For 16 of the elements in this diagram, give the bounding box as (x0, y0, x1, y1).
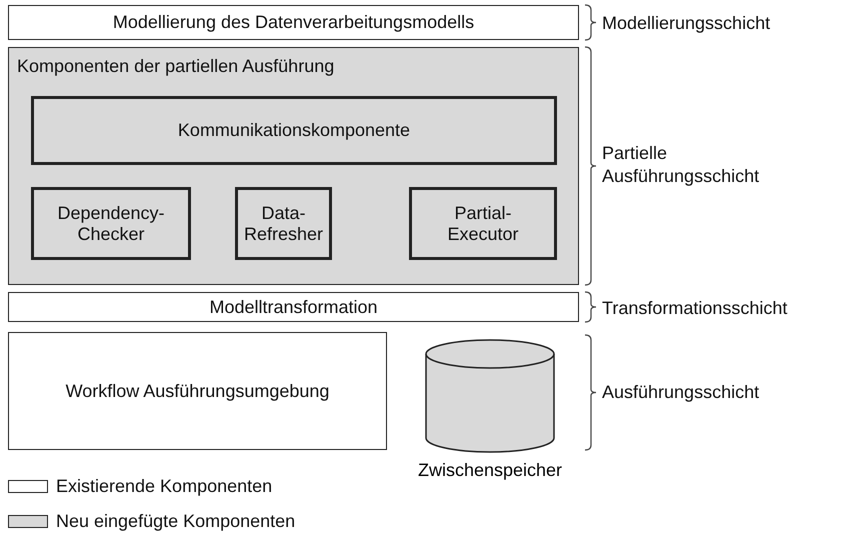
component-box: Data-Refresher (235, 187, 332, 260)
layer-label: Transformationsschicht (602, 297, 788, 320)
layer-box: Modellierung des Datenverarbeitungsmodells (8, 5, 579, 40)
component-box: Dependency-Checker (31, 187, 191, 260)
layer-label: Modellierungsschicht (602, 12, 772, 34)
storage-label: Zwischenspeicher (416, 460, 564, 481)
legend-label: Neu eingefügte Komponenten (56, 510, 296, 532)
component-panel (8, 47, 579, 285)
layer-box: Modelltransformation (8, 292, 579, 322)
legend-label: Existierende Komponenten (56, 475, 272, 498)
layer-label: Ausführungsschicht (602, 381, 760, 404)
panel-title: Komponenten der partiellen Ausführung (17, 56, 334, 77)
component-box: Partial-Executor (409, 187, 557, 260)
layer-box: Workflow Ausführungsumgebung (8, 332, 387, 450)
layer-label: Partielle Ausführungsschicht (602, 142, 760, 187)
component-box: Kommunikationskomponente (31, 96, 557, 165)
